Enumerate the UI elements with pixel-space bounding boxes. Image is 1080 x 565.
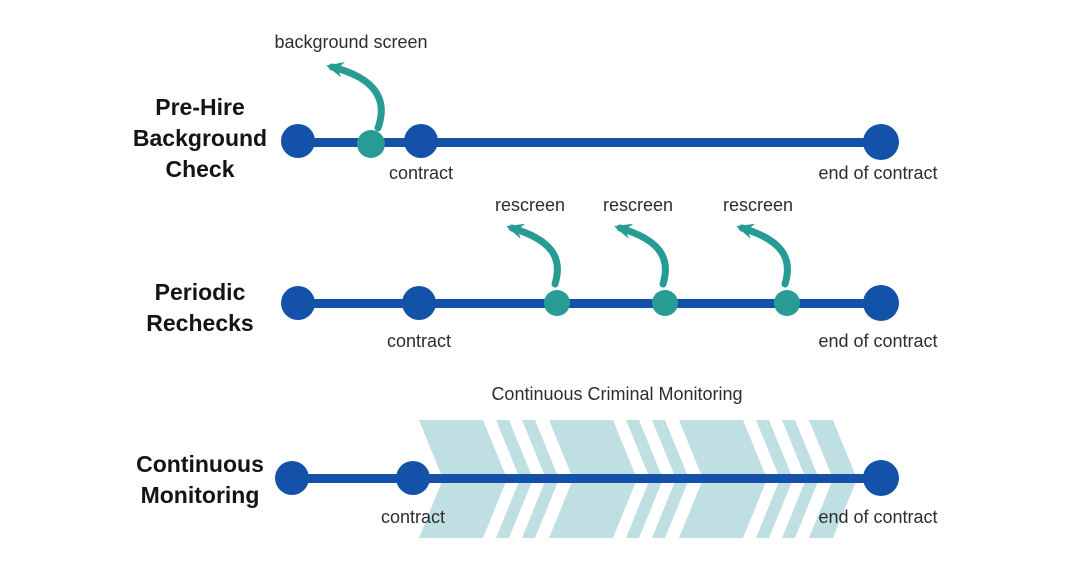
row-title-periodic-rechecks: Periodic Rechecks bbox=[90, 277, 310, 339]
label-end-of-contract: end of contract bbox=[818, 507, 938, 527]
row-title-line: Periodic bbox=[154, 279, 246, 305]
timeline-dot-start bbox=[275, 461, 309, 495]
label-contract: contract bbox=[380, 507, 446, 527]
timeline-row3 bbox=[292, 474, 881, 483]
label-end-of-contract: end of contract bbox=[818, 331, 938, 351]
timeline-dot-contract bbox=[404, 124, 438, 158]
row-title-line: Rechecks bbox=[146, 310, 254, 336]
timeline-dot-start bbox=[281, 286, 315, 320]
row-title-pre-hire: Pre-Hire Background Check bbox=[90, 92, 310, 185]
row-title-line: Check bbox=[165, 156, 235, 182]
timeline-dot-end-of-contract bbox=[863, 285, 899, 321]
label-contract: contract bbox=[388, 163, 454, 183]
timeline-dot-rescreen-3 bbox=[774, 290, 800, 316]
annotation-rescreen-1: rescreen bbox=[494, 195, 566, 215]
timeline-dot-contract bbox=[402, 286, 436, 320]
row-title-line: Continuous bbox=[136, 451, 264, 477]
timeline-row2 bbox=[298, 299, 881, 308]
row-title-line: Pre-Hire bbox=[155, 94, 245, 120]
timeline-row1 bbox=[298, 138, 881, 147]
band-title-continuous-criminal-monitoring: Continuous Criminal Monitoring bbox=[491, 384, 743, 404]
curved-arrow-icon bbox=[614, 223, 669, 288]
annotation-rescreen-3: rescreen bbox=[722, 195, 794, 215]
label-end-of-contract: end of contract bbox=[818, 163, 938, 183]
row-title-line: Background bbox=[132, 125, 268, 151]
timeline-dot-contract bbox=[396, 461, 430, 495]
timeline-dot-background-screen bbox=[357, 130, 385, 158]
annotation-background-screen: background screen bbox=[274, 32, 428, 52]
timeline-dot-end-of-contract bbox=[863, 460, 899, 496]
row-title-continuous-monitoring: Continuous Monitoring bbox=[90, 449, 310, 511]
annotation-rescreen-2: rescreen bbox=[602, 195, 674, 215]
curved-arrow-icon bbox=[736, 223, 791, 288]
row-title-line: Monitoring bbox=[140, 482, 260, 508]
label-contract: contract bbox=[386, 331, 452, 351]
timeline-dot-rescreen-2 bbox=[652, 290, 678, 316]
curved-arrow-icon bbox=[326, 62, 385, 132]
timeline-dot-end-of-contract bbox=[863, 124, 899, 160]
curved-arrow-icon bbox=[506, 223, 561, 288]
timeline-dot-rescreen-1 bbox=[544, 290, 570, 316]
timeline-dot-start bbox=[281, 124, 315, 158]
